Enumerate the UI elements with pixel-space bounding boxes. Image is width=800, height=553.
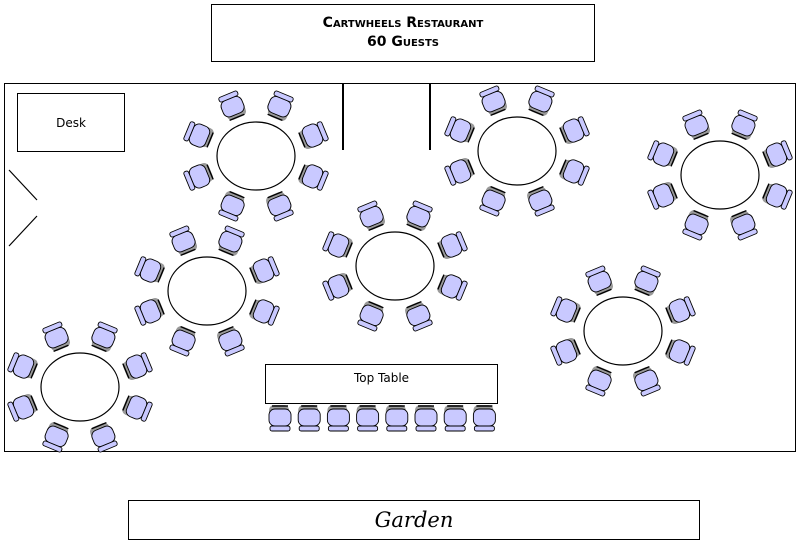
garden-label: Garden bbox=[374, 508, 454, 532]
desk: Desk bbox=[17, 93, 125, 152]
venue-title-box: Cartwheels Restaurant 60 Guests bbox=[211, 4, 595, 62]
restaurant-name: Cartwheels Restaurant bbox=[322, 15, 484, 31]
top-table-label: Top Table bbox=[353, 371, 410, 385]
garden: Garden bbox=[128, 500, 700, 540]
desk-label: Desk bbox=[56, 115, 86, 130]
top-table: Top Table bbox=[265, 364, 498, 404]
guest-count: 60 Guests bbox=[366, 34, 440, 50]
